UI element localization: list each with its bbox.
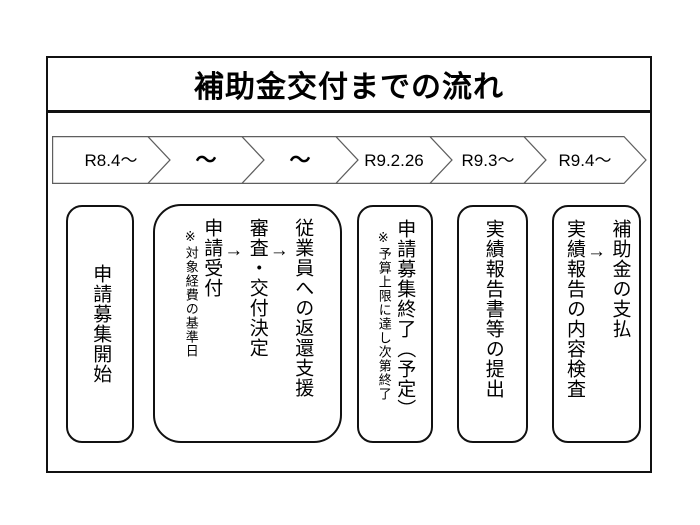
flow-arrow-icon: →	[587, 241, 606, 262]
step-process-stage2-label: 審査・交付決定	[246, 218, 268, 358]
timeline-label-6: R9.4～	[559, 151, 612, 170]
step-application-close-note: ※予算上限に達し次第終了	[376, 231, 392, 401]
timeline-label-2: ～	[196, 149, 217, 172]
flow-diagram-frame: 補助金交付までの流れ R8.4～ ～ ～ R9.2.26 R9.3～ R9.4～…	[46, 56, 652, 473]
timeline-label-4: R9.2.26	[364, 151, 424, 170]
step-process-note: ※対象経費の基準日	[183, 230, 199, 358]
timeline-label-5: R9.3～	[462, 151, 515, 170]
step-process-stage1-label: 申請受付	[201, 218, 223, 298]
flow-arrow-icon: →	[269, 240, 289, 261]
step-report-submission-label: 実績報告書等の提出	[482, 219, 504, 399]
step-process-stage3-label: 従業員への返還支援	[292, 218, 314, 398]
step-payment-stage2-label: 補助金の支払	[609, 219, 631, 339]
title-band: 補助金交付までの流れ	[48, 58, 650, 113]
step-application-open: 申請募集開始	[66, 205, 134, 443]
step-payment: 実績報告の内容検査 → 補助金の支払	[552, 205, 641, 443]
timeline-chevron-band: R8.4～ ～ ～ R9.2.26 R9.3～ R9.4～	[52, 136, 647, 185]
timeline-label-1: R8.4～	[85, 151, 138, 170]
step-application-open-label: 申請募集開始	[90, 264, 112, 384]
step-application-close: ※予算上限に達し次第終了 申請募集終了（予定）	[357, 205, 433, 443]
step-payment-stage1-label: 実績報告の内容検査	[564, 219, 585, 399]
timeline-chevron-6	[522, 136, 647, 185]
step-application-close-label: 申請募集終了（予定）	[394, 219, 416, 419]
step-application-process: ※対象経費の基準日 申請受付 → 審査・交付決定 → 従業員への返還支援	[153, 204, 342, 443]
timeline-label-3: ～	[290, 149, 311, 172]
step-report-submission: 実績報告書等の提出	[457, 205, 528, 443]
flow-arrow-icon: →	[224, 240, 244, 261]
page-title: 補助金交付までの流れ	[194, 71, 504, 104]
